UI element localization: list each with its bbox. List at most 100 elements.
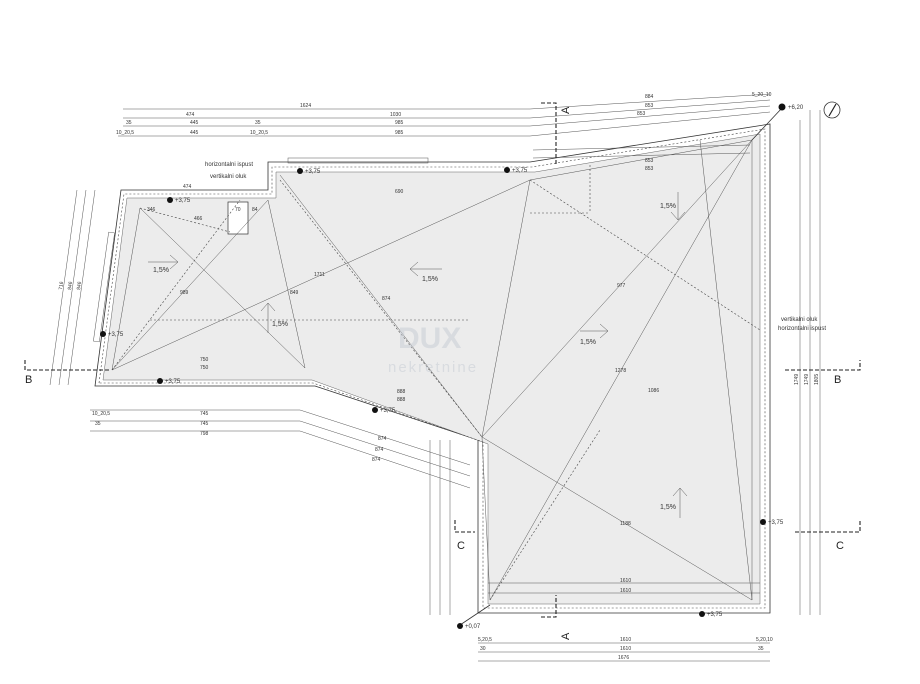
elevation-texts: +6,20 +3,75 +3,75 +3,75 +3,75 +3,75 +3,7… <box>108 105 804 630</box>
dim: 1805 <box>814 374 820 385</box>
watermark-brand: DUX <box>398 322 461 355</box>
dim: 874 <box>372 457 381 463</box>
dim: 1610 <box>620 578 631 584</box>
dim: 985 <box>395 120 404 126</box>
dim: 5_20_10 <box>752 92 772 98</box>
slope-label: 1,5% <box>660 504 676 511</box>
dim: 1278 <box>615 368 626 374</box>
slope-arrows <box>148 192 688 518</box>
elevation-label: +0,07 <box>465 624 481 630</box>
dim: 874 <box>378 436 387 442</box>
dim: 1676 <box>618 655 629 661</box>
dim-1030: 1030 <box>390 112 401 118</box>
dim: 849 <box>290 290 299 296</box>
dim: 445 <box>190 130 199 136</box>
dim: 853 <box>645 103 654 109</box>
note-horizontal-outlet-left: horizontalni ispust <box>205 162 253 168</box>
section-b-right: B <box>834 374 841 386</box>
dim: 5,20,5 <box>478 637 492 643</box>
slope-label: 1,5% <box>272 321 288 328</box>
north-arrow-icon <box>823 101 841 119</box>
parapet <box>287 157 429 164</box>
left-wall-strip <box>93 231 115 343</box>
top-dimension-lines <box>118 93 771 159</box>
slope-label: 1,5% <box>153 267 169 274</box>
section-a-top: A <box>560 106 572 114</box>
dim: 750 <box>200 357 209 363</box>
elevation-label: +3,75 <box>175 198 191 204</box>
dim: 846 <box>76 281 83 290</box>
dim-474: 474 <box>186 112 195 118</box>
dim: 985 <box>395 130 404 136</box>
dim: 35 <box>126 120 132 126</box>
dim: 1711 <box>314 272 325 278</box>
elevation-label: +3,75 <box>768 520 784 526</box>
section-c-right: C <box>836 540 844 552</box>
dim: 888 <box>397 389 406 395</box>
note-vertical-gutter-left: vertikalni oluk <box>210 174 247 180</box>
elevation-label: +3,75 <box>305 169 321 175</box>
watermark-sub: nekretnine <box>388 359 478 376</box>
ridge-lines <box>111 139 753 601</box>
dim: 1188 <box>620 521 631 527</box>
dim: 1610 <box>620 637 631 643</box>
dim: 745 <box>200 421 209 427</box>
dim: 346 <box>147 207 156 213</box>
dim: 690 <box>395 189 404 195</box>
dim: 35 <box>255 120 261 126</box>
dim: 474 <box>183 184 192 190</box>
dim: 874 <box>375 447 384 453</box>
dim: 10_20,5 <box>116 130 134 136</box>
section-a-bottom: A <box>560 632 572 640</box>
top-dimension-texts: 1624 474 1030 35 445 35 985 10_20,5 445 … <box>116 92 772 136</box>
slope-label: 1,5% <box>580 339 596 346</box>
elevation-label: +3,75 <box>512 168 528 174</box>
side-dimension-texts: 10_20,5 35 745 745 798 874 874 874 1610 … <box>58 281 820 661</box>
dim: 989 <box>180 290 189 296</box>
elevation-label: +3,75 <box>380 408 396 414</box>
dim: 884 <box>645 94 654 100</box>
dim: 798 <box>200 431 209 437</box>
elevation-label: +6,20 <box>788 105 804 111</box>
dim: 1610 <box>620 588 631 594</box>
low-leader <box>459 604 491 626</box>
dim: 1610 <box>620 646 631 652</box>
section-c-left: C <box>457 540 465 552</box>
slope-labels: 1,5% 1,5% 1,5% 1,5% 1,5% 1,5% <box>153 203 676 511</box>
slope-label: 1,5% <box>660 203 676 210</box>
dim: 853 <box>645 166 654 172</box>
inner-dimension-texts: 690 474 346 466 70 84 853 853 750 750 88… <box>147 158 659 594</box>
dim: 745 <box>200 411 209 417</box>
roof-gutter-line <box>98 128 766 609</box>
dim: 5,20,10 <box>756 637 773 643</box>
note-horizontal-outlet-right: horizontalni ispust <box>778 326 826 332</box>
slope-label: 1,5% <box>422 276 438 283</box>
dim: 874 <box>382 296 391 302</box>
elevation-label: +3,75 <box>707 612 723 618</box>
roof-outer-outline <box>94 123 771 614</box>
dim: 888 <box>397 397 406 403</box>
dim: 846 <box>67 281 74 290</box>
elevation-markers <box>100 103 786 629</box>
side-dimension-lines <box>49 110 821 662</box>
dim: 1749 <box>794 374 800 385</box>
dim: 853 <box>645 158 654 164</box>
note-vertical-gutter-right: vertikalni oluk <box>781 317 818 323</box>
dim: 750 <box>200 365 209 371</box>
dim: 10_20,5 <box>250 130 268 136</box>
dim: 466 <box>194 216 203 222</box>
elevation-label: +3,75 <box>108 332 124 338</box>
dim: 70 <box>235 207 241 213</box>
section-lines <box>24 102 861 618</box>
dim: 10_20,5 <box>92 411 110 417</box>
roof-inner-area <box>102 133 761 605</box>
dim: 977 <box>617 283 626 289</box>
dim: 445 <box>190 120 199 126</box>
dim: 35 <box>758 646 764 652</box>
dim: 1749 <box>804 374 810 385</box>
dim: 716 <box>58 281 65 290</box>
peak-leader <box>751 107 783 141</box>
dim: 853 <box>637 111 646 117</box>
